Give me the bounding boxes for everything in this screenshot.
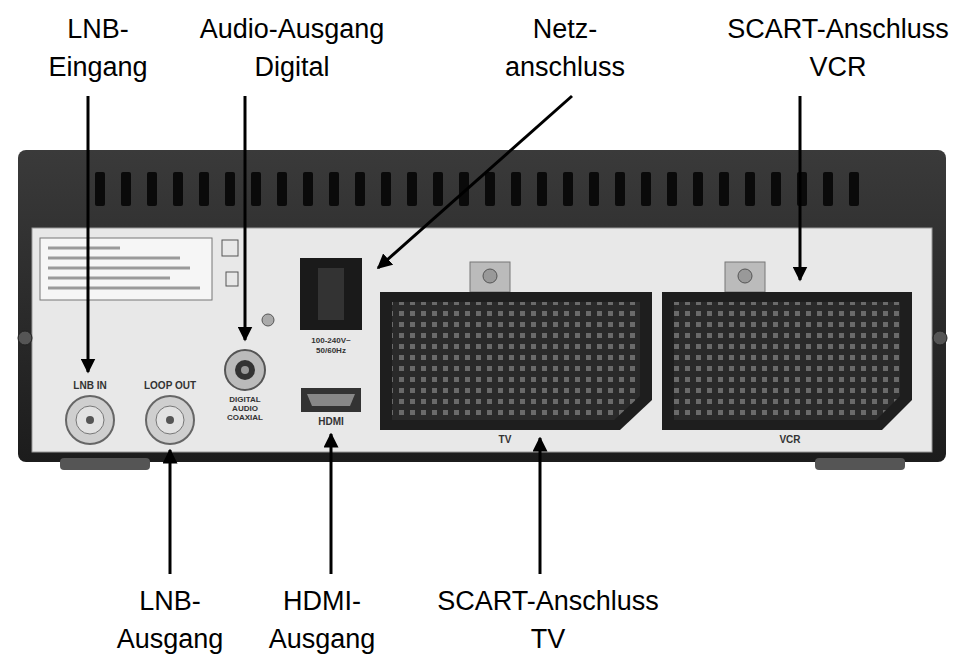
vent-slots <box>95 172 859 206</box>
vent-slot <box>615 172 625 206</box>
vent-slot <box>355 172 365 206</box>
vent-slot <box>277 172 287 206</box>
vent-slot <box>641 172 651 206</box>
port-label: TV <box>499 434 512 446</box>
vent-slot <box>667 172 677 206</box>
housing <box>18 150 946 462</box>
vent-slot <box>251 172 261 206</box>
vent-slot <box>537 172 547 206</box>
vent-slot <box>745 172 755 206</box>
vent-slot <box>719 172 729 206</box>
callout-label: LNB- Eingang <box>46 10 150 86</box>
vent-slot <box>511 172 521 206</box>
rca-connector <box>225 350 265 390</box>
foot <box>60 458 150 470</box>
vent-slot <box>771 172 781 206</box>
vent-slot <box>849 172 859 206</box>
f-connector <box>66 396 114 444</box>
callout-label: Audio-Ausgang Digital <box>198 10 387 86</box>
vent-slot <box>381 172 391 206</box>
scart-socket <box>662 262 912 430</box>
vent-slot <box>95 172 105 206</box>
port-label: 100-240V~ 50/60Hz <box>309 336 353 356</box>
callout-label: HDMI- Ausgang <box>267 582 378 658</box>
vent-slot <box>121 172 131 206</box>
vent-slot <box>173 172 183 206</box>
vent-slot <box>303 172 313 206</box>
port-label: LNB IN <box>73 380 106 392</box>
vent-slot <box>589 172 599 206</box>
ce-mark <box>222 240 238 256</box>
screw <box>18 331 32 345</box>
vent-slot <box>433 172 443 206</box>
port-label: HDMI <box>318 416 344 428</box>
vent-slot <box>407 172 417 206</box>
vent-slot <box>199 172 209 206</box>
power-socket <box>300 258 362 330</box>
vent-slot <box>329 172 339 206</box>
vent-slot <box>823 172 833 206</box>
vent-slot <box>693 172 703 206</box>
callout-label: LNB- Ausgang <box>115 582 226 658</box>
hdmi-socket <box>301 388 361 412</box>
scart-socket <box>380 262 652 430</box>
port-label: LOOP OUT <box>144 380 196 392</box>
sticker-lines <box>48 248 200 288</box>
callout-label: Netz- anschluss <box>503 10 628 86</box>
screw <box>262 314 274 326</box>
port-label: DIGITAL AUDIO COAXIAL <box>225 395 266 422</box>
leader-arrows <box>88 96 800 574</box>
back-panel <box>32 228 932 452</box>
type-sticker <box>40 238 212 300</box>
callout-label: SCART-Anschluss VCR <box>725 10 951 86</box>
screw <box>933 331 947 345</box>
vent-slot <box>147 172 157 206</box>
callout-label: SCART-Anschluss TV <box>435 582 661 658</box>
foot <box>815 458 905 470</box>
vent-slot <box>485 172 495 206</box>
port-label: VCR <box>779 434 800 446</box>
f-connector <box>146 396 194 444</box>
vent-slot <box>225 172 235 206</box>
vent-slot <box>563 172 573 206</box>
symbol <box>226 272 238 286</box>
